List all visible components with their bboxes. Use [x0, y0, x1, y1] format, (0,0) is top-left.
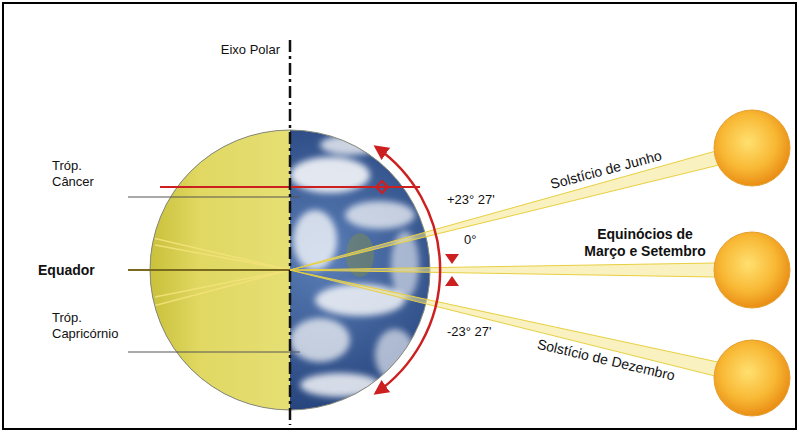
text-label: Solstício de Junho: [547, 147, 666, 193]
label-anchor: 0°: [462, 232, 478, 248]
label-anchor: +23° 27': [445, 192, 497, 208]
text-label: Equador: [36, 262, 97, 279]
sun-beam: [290, 263, 715, 277]
label-anchor: Tróp. Câncer: [50, 158, 96, 189]
label-anchor: -23° 27': [445, 324, 494, 340]
text-label: +23° 27': [445, 192, 497, 208]
sun: [714, 340, 790, 416]
text-label: Eixo Polar: [219, 42, 282, 58]
text-label: 0°: [462, 232, 478, 248]
latitude-line: [128, 197, 300, 198]
cloud: [320, 135, 380, 155]
polar-axis: [289, 40, 292, 425]
cloud: [345, 201, 415, 229]
sun-beam: [290, 149, 727, 270]
label-anchor: Equador: [36, 262, 97, 279]
label-anchor: Equinócios de Março e Setembro: [576, 226, 715, 260]
cloud: [375, 329, 415, 381]
ray-line: [155, 238, 290, 270]
latitude-line: [128, 352, 300, 353]
cloud: [293, 210, 337, 270]
label-anchor: Solstício de Dezembro: [534, 335, 679, 384]
text-label: Tróp. Câncer: [50, 158, 96, 189]
label-anchor: Solstício de Junho: [547, 147, 666, 193]
sun: [714, 110, 790, 186]
text-label: -23° 27': [445, 324, 494, 340]
ray-line: [155, 270, 290, 297]
sun-beam: [290, 270, 727, 378]
frame: [3, 3, 796, 429]
label-anchor: Tróp. Capricórnio: [50, 310, 120, 341]
label-anchor: Eixo Polar: [219, 42, 282, 58]
declination-arc: [376, 147, 440, 393]
cloud: [300, 373, 380, 397]
sub-solar-marker: [376, 181, 388, 193]
cloud: [290, 318, 350, 362]
cloud: [315, 284, 405, 316]
equator-line: [128, 269, 290, 271]
inner-rays: [150, 238, 290, 305]
text-label: Tróp. Capricórnio: [50, 310, 120, 341]
zero-angle-marker: [445, 254, 459, 286]
text-label: Equinócios de Março e Setembro: [576, 226, 715, 260]
ray-line: [155, 245, 290, 270]
text-label: Solstício de Dezembro: [534, 335, 679, 384]
sun-beams: [290, 149, 727, 378]
sun: [714, 232, 790, 308]
ray-line: [155, 270, 290, 306]
